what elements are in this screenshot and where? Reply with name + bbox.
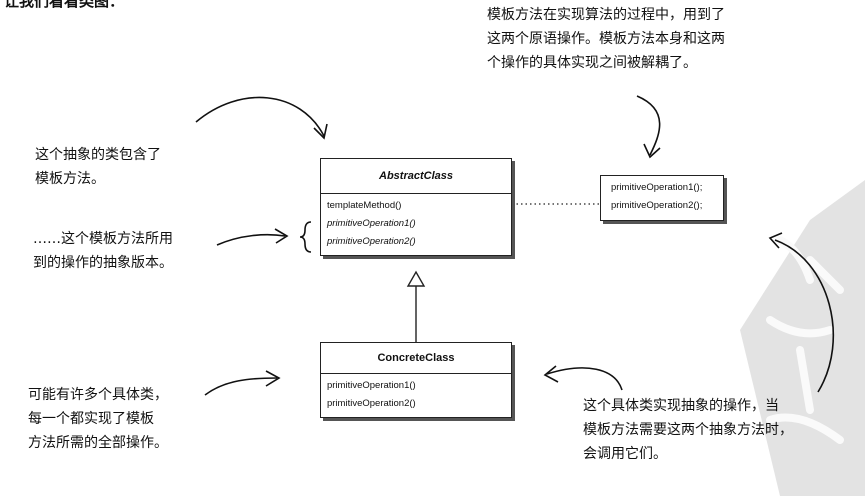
note-line: 模板方法。: [35, 171, 105, 187]
operation-primitive-2: primitiveOperation2(): [327, 236, 416, 247]
note-line: 这个抽象的类包含了: [35, 147, 161, 163]
note-line: 这两个原语操作。模板方法本身和这两: [487, 31, 725, 47]
curved-arrow: [216, 233, 286, 246]
note-line: ……这个模板方法所用: [33, 231, 173, 247]
concrete-class-operations: primitiveOperation1() primitiveOperation…: [321, 374, 511, 417]
note-line: 可能有许多个具体类，: [28, 387, 168, 403]
template-body-line: primitiveOperation1();: [611, 182, 703, 193]
operation-primitive-2: primitiveOperation2(): [327, 398, 416, 409]
note-line: 方法所需的全部操作。: [28, 435, 168, 451]
curved-arrow: [546, 367, 623, 391]
note-bottom-right: 这个具体类实现抽象的操作，当 模板方法需要这两个抽象方法时， 会调用它们。: [583, 394, 793, 466]
operation-primitive-1: primitiveOperation1(): [327, 380, 416, 391]
note-line: 每一个都实现了模板: [28, 411, 154, 427]
inheritance-arrowhead: [406, 270, 426, 287]
note-line: 这个具体类实现抽象的操作，当: [583, 398, 779, 414]
operation-primitive-1: primitiveOperation1(): [327, 218, 416, 229]
curved-arrow: [204, 377, 278, 396]
note-left-mid: ……这个模板方法所用 到的操作的抽象版本。: [33, 227, 173, 275]
note-left-bottom: 可能有许多个具体类， 每一个都实现了模板 方法所需的全部操作。: [28, 383, 168, 455]
template-body-line: primitiveOperation2();: [611, 200, 703, 211]
note-left-top: 这个抽象的类包含了 模板方法。: [35, 143, 161, 191]
template-method-body: primitiveOperation1(); primitiveOperatio…: [601, 176, 723, 220]
curved-arrow: [636, 95, 661, 156]
note-line: 模板方法在实现算法的过程中，用到了: [487, 7, 725, 23]
abstract-class-operations: templateMethod() primitiveOperation1() p…: [321, 194, 511, 255]
curved-arrow: [774, 239, 835, 393]
note-top-right: 模板方法在实现算法的过程中，用到了 这两个原语操作。模板方法本身和这两 个操作的…: [487, 3, 725, 75]
abstract-class-name: AbstractClass: [321, 159, 511, 194]
curved-arrow: [195, 96, 325, 137]
concrete-class-box: ConcreteClass primitiveOperation1() prim…: [320, 342, 512, 418]
note-line: 到的操作的抽象版本。: [33, 255, 173, 271]
operation-template-method: templateMethod(): [327, 200, 402, 211]
note-line: 会调用它们。: [583, 446, 667, 462]
brace: [299, 221, 312, 253]
template-method-note: primitiveOperation1(); primitiveOperatio…: [600, 175, 724, 221]
watermark-shape: [740, 180, 865, 496]
abstract-class-box: AbstractClass templateMethod() primitive…: [320, 158, 512, 256]
note-line: 个操作的具体实现之间被解耦了。: [487, 55, 697, 71]
watermark: [740, 180, 865, 496]
concrete-class-name: ConcreteClass: [321, 343, 511, 374]
page-heading: 让我们看看类图：: [4, 0, 125, 10]
note-line: 模板方法需要这两个抽象方法时，: [583, 422, 793, 438]
